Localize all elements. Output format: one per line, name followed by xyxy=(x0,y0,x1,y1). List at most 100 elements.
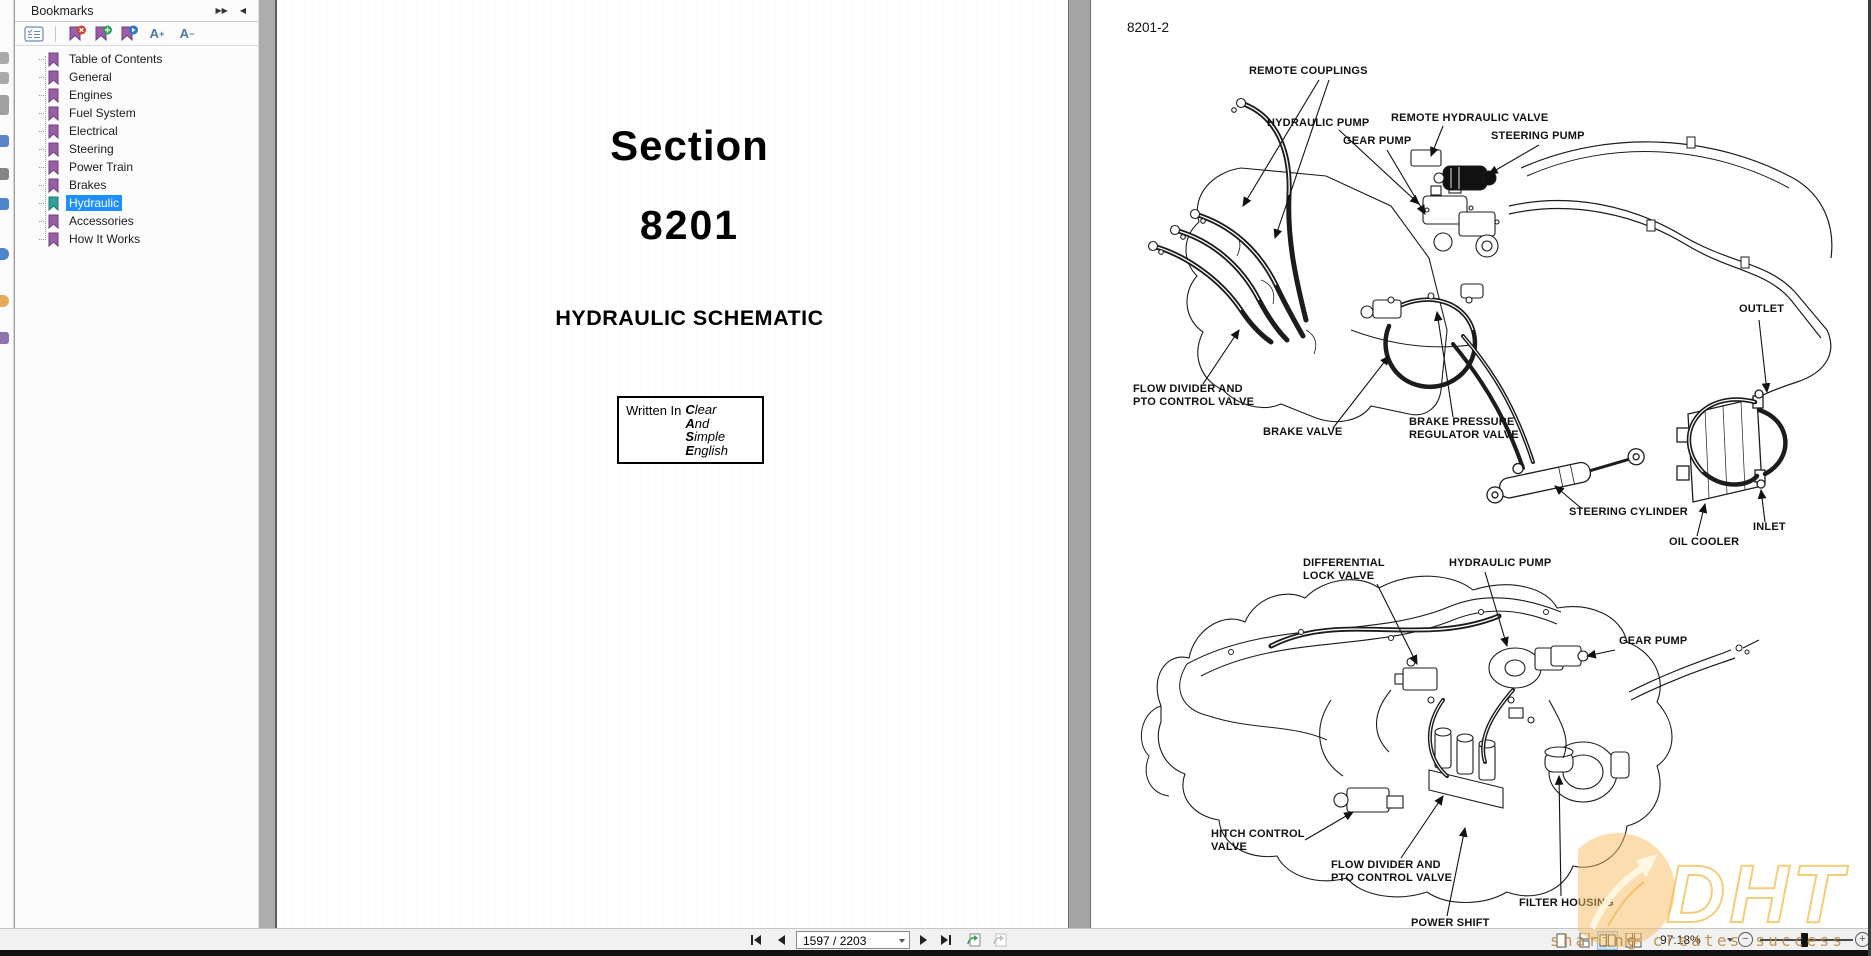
bookmark-item-engines[interactable]: Engines xyxy=(15,86,258,104)
bookmark-item-general[interactable]: General xyxy=(15,68,258,86)
document-pane: Section 8201 HYDRAULIC SCHEMATIC Written… xyxy=(277,0,1868,928)
two-page-icon xyxy=(1599,934,1616,947)
diagram-label: GEAR PUMP xyxy=(1343,135,1411,147)
bookmarks-panel-title: Bookmarks xyxy=(31,3,94,18)
layers-icon[interactable] xyxy=(0,135,9,147)
first-page-icon xyxy=(751,935,761,945)
section-title: Section xyxy=(610,122,769,169)
first-page-button[interactable] xyxy=(746,931,766,949)
minus-modifier: − xyxy=(189,28,195,39)
bookmark-item-power-train[interactable]: Power Train xyxy=(15,158,258,176)
bookmark-ribbon-icon xyxy=(48,214,59,229)
bookmarks-panel: Bookmarks ▶▶ ◀ xyxy=(15,0,258,928)
bookmarks-toolbar: A+ A− xyxy=(15,22,258,46)
previous-view-button[interactable] xyxy=(964,931,984,949)
goto-bookmark-button[interactable] xyxy=(116,24,142,44)
zoom-level-value[interactable]: 97.18% xyxy=(1660,933,1701,947)
zoom-out-button[interactable]: − xyxy=(1738,932,1753,947)
letter-a-icon: A xyxy=(179,26,190,41)
next-view-button[interactable] xyxy=(990,931,1010,949)
bookmark-item-electrical[interactable]: Electrical xyxy=(15,122,258,140)
section-number: 8201 xyxy=(639,202,740,248)
bookmark-label: Electrical xyxy=(69,124,118,138)
tags-icon[interactable] xyxy=(0,168,9,180)
bookmark-item-steering[interactable]: Steering xyxy=(15,140,258,158)
plus-icon: + xyxy=(1859,933,1866,945)
bookmark-item-table-of-contents[interactable]: Table of Contents xyxy=(15,50,258,68)
bookmark-label: Engines xyxy=(69,88,113,102)
page-thumbnails-icon[interactable] xyxy=(0,52,9,64)
single-page-view-button[interactable] xyxy=(1552,932,1571,949)
navigation-toolbar: 97.18% − + xyxy=(0,928,1871,950)
panel-options-icon[interactable]: ▶▶ xyxy=(215,6,228,15)
content-icon[interactable] xyxy=(0,198,9,210)
bookmark-ribbon-icon xyxy=(48,160,59,175)
bookmark-item-fuel-system[interactable]: Fuel System xyxy=(15,104,258,122)
bookmarks-tree: Table of Contents General Engines Fuel S… xyxy=(15,46,258,248)
next-page-button[interactable] xyxy=(913,931,933,949)
bookmark-ribbon-icon xyxy=(48,124,59,139)
new-bookmark-button[interactable] xyxy=(90,24,116,44)
bookmark-label: Table of Contents xyxy=(69,52,163,66)
increase-text-size-button[interactable]: A+ xyxy=(142,24,172,44)
continuous-pages-icon xyxy=(1579,933,1590,948)
pdf-page-right: 8201-2 xyxy=(1091,0,1868,928)
page-number-input[interactable] xyxy=(797,933,909,949)
bookmark-label: General xyxy=(69,70,112,84)
previous-page-icon xyxy=(778,935,785,945)
page-gap xyxy=(1068,0,1091,928)
toolbar-divider xyxy=(55,25,56,42)
bookmark-ribbon-icon xyxy=(48,70,59,85)
diagram-label: STEERING CYLINDER xyxy=(1569,506,1688,518)
continuous-scroll-view-button[interactable] xyxy=(1575,932,1594,949)
signature-icon[interactable] xyxy=(0,332,9,344)
diagram-label: HYDRAULIC PUMP xyxy=(1267,117,1369,129)
decrease-text-size-button[interactable]: A− xyxy=(172,24,202,44)
next-page-icon xyxy=(920,935,927,945)
diagram-label: GEAR PUMP xyxy=(1619,635,1687,647)
collapse-panel-icon[interactable]: ◀ xyxy=(239,6,246,15)
bookmark-item-hydraulic[interactable]: Hydraulic xyxy=(15,194,258,212)
window-bottom-strip xyxy=(0,950,1871,956)
bookmark-label: Brakes xyxy=(69,178,107,192)
bookmark-item-how-it-works[interactable]: How It Works xyxy=(15,230,258,248)
bookmark-label: Power Train xyxy=(69,160,134,174)
chevron-down-icon[interactable] xyxy=(899,939,905,943)
delete-bookmark-button[interactable] xyxy=(64,24,90,44)
bookmark-ribbon-icon xyxy=(48,232,59,247)
bookmark-ribbon-icon xyxy=(48,52,59,67)
bookmark-item-brakes[interactable]: Brakes xyxy=(15,176,258,194)
diagram-label: INLET xyxy=(1753,521,1786,533)
bookmark-label: Steering xyxy=(69,142,114,156)
panel-splitter[interactable] xyxy=(258,0,277,928)
previous-page-button[interactable] xyxy=(772,931,792,949)
checklist-icon xyxy=(24,25,44,42)
bookmark-label: Fuel System xyxy=(69,106,136,120)
page-number-combobox[interactable] xyxy=(796,931,910,949)
window-right-edge xyxy=(1868,0,1871,956)
two-page-scroll-view-button[interactable] xyxy=(1624,932,1643,949)
attachments-icon[interactable] xyxy=(0,95,9,115)
diagram-label: STEERING PUMP xyxy=(1491,130,1585,142)
bookmark-item-accessories[interactable]: Accessories xyxy=(15,212,258,230)
hydraulic-diagram: REMOTE COUPLINGS HYDRAULIC PUMP REMOTE H… xyxy=(1133,65,1833,928)
two-page-view-button[interactable] xyxy=(1597,931,1618,950)
last-page-button[interactable] xyxy=(936,931,956,949)
help-icon[interactable] xyxy=(0,248,9,260)
zoom-slider-handle[interactable] xyxy=(1801,933,1808,947)
bookmark-delete-icon xyxy=(69,25,86,41)
two-page-continuous-icon xyxy=(1625,933,1642,948)
zoom-dropdown-chevron-icon[interactable] xyxy=(1727,938,1733,942)
nav-pane-rail xyxy=(0,0,14,928)
pdf-page-left: Section 8201 HYDRAULIC SCHEMATIC Written… xyxy=(277,0,1068,928)
share-icon[interactable] xyxy=(0,295,9,307)
bookmark-options-icon[interactable] xyxy=(21,24,47,44)
bookmarks-icon[interactable] xyxy=(0,72,9,84)
